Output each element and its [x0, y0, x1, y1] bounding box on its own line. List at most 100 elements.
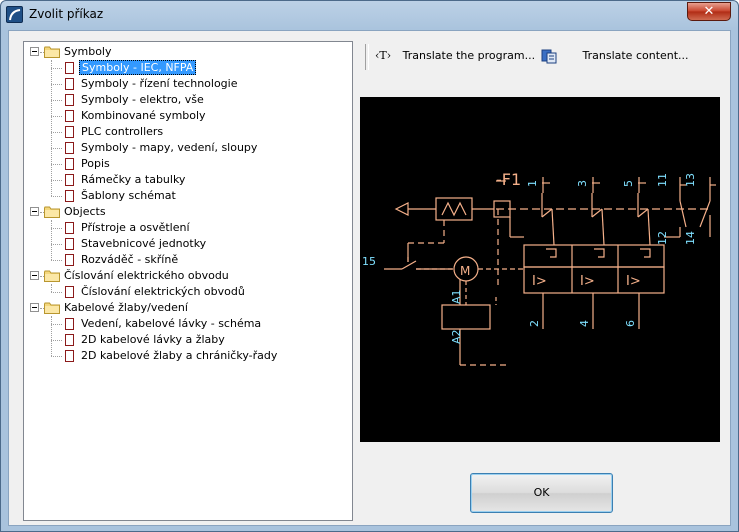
tree-item[interactable]: Symboly - řízení technologie	[79, 76, 240, 92]
tree-group-label: Objects	[64, 205, 106, 218]
app-icon	[6, 6, 23, 23]
translate-program-icon: ‹T›	[375, 49, 392, 62]
tree-item[interactable]: Stavebnicové jednotky	[79, 236, 208, 252]
tree-item[interactable]: PLC controllers	[79, 124, 165, 140]
document-icon	[65, 158, 74, 170]
document-icon	[65, 238, 74, 250]
translate-program-label: Translate the program...	[402, 49, 536, 62]
tree-group-node[interactable]: Kabelové žlaby/vedení	[62, 300, 190, 316]
document-icon	[65, 78, 74, 90]
tree-connector	[51, 148, 62, 149]
tree-connector	[51, 180, 62, 181]
schematic-label: I>	[532, 274, 547, 289]
tree-item-label: Číslování elektrických obvodů	[81, 285, 245, 298]
schematic-label: I>	[580, 274, 595, 289]
schematic-label: 3	[576, 180, 589, 187]
tree-item-label: Symboly - IEC, NFPA	[79, 60, 197, 75]
tree-item[interactable]: 2D kabelové žlaby a chráničky-řady	[79, 348, 279, 364]
tree-item-label: Vedení, kabelové lávky - schéma	[81, 317, 262, 330]
tree-item[interactable]: Symboly - IEC, NFPA	[79, 60, 197, 76]
window-title: Zvolit příkaz	[29, 7, 104, 21]
tree-connector	[51, 316, 52, 356]
tree-group-label: Číslování elektrického obvodu	[64, 269, 229, 282]
tree-group-label: Kabelové žlaby/vedení	[64, 301, 188, 314]
schematic-label: M	[460, 264, 470, 278]
tree-item[interactable]: Symboly - elektro, vše	[79, 92, 206, 108]
tree-connector	[51, 260, 62, 261]
tree-connector	[51, 84, 62, 85]
schematic-label: -F1	[496, 170, 521, 189]
tree-group-node[interactable]: Symboly	[62, 44, 114, 60]
tree-connector	[51, 100, 62, 101]
tree-item[interactable]: Přístroje a osvětlení	[79, 220, 192, 236]
tree-item-label: Popis	[81, 157, 110, 170]
document-icon	[65, 142, 74, 154]
tree-expander[interactable]	[30, 47, 39, 56]
document-icon	[65, 94, 74, 106]
tree-group-label: Symboly	[64, 45, 112, 58]
tree-item-label: Symboly - elektro, vše	[81, 93, 204, 106]
tree-item[interactable]: Popis	[79, 156, 112, 172]
toolbar-grip[interactable]	[365, 44, 369, 70]
tree-item[interactable]: Kombinované symboly	[79, 108, 208, 124]
tree-expander[interactable]	[30, 207, 39, 216]
tree-group-node[interactable]: Číslování elektrického obvodu	[62, 268, 231, 284]
tree-connector	[40, 212, 44, 213]
document-icon	[65, 334, 74, 346]
tree-item[interactable]: Vedení, kabelové lávky - schéma	[79, 316, 263, 332]
tree-item-label: 2D kabelové žlaby a chráničky-řady	[81, 349, 278, 362]
tree-connector	[51, 292, 62, 293]
tree-item-label: Rozváděč - skříně	[81, 253, 179, 266]
schematic-label: 5	[622, 180, 635, 187]
close-button[interactable]: ✕	[687, 2, 731, 21]
schematic-label: 6	[624, 320, 637, 327]
folder-icon	[44, 302, 60, 314]
tree-group-node[interactable]: Objects	[62, 204, 108, 220]
schematic-label: 15	[362, 255, 376, 268]
tree-item-label: Rámečky a tabulky	[81, 173, 186, 186]
schematic-label: A2	[450, 329, 463, 344]
schematic-label: 12	[656, 231, 669, 245]
tree-item-label: Šablony schémat	[81, 189, 176, 202]
tree-connector	[51, 284, 52, 292]
tree-connector	[51, 132, 62, 133]
ok-button[interactable]: OK	[470, 473, 613, 513]
translate-content-icon	[541, 48, 557, 64]
tree-item[interactable]: 2D kabelové lávky a žlaby	[79, 332, 227, 348]
title-bar[interactable]: Zvolit příkaz ✕	[1, 1, 738, 29]
tree-connector	[51, 228, 62, 229]
document-icon	[65, 318, 74, 330]
folder-icon	[44, 46, 60, 58]
tree-connector	[51, 116, 62, 117]
schematic-label: 14	[684, 231, 697, 245]
tree-item[interactable]: Rámečky a tabulky	[79, 172, 187, 188]
folder-icon	[44, 206, 60, 218]
tree-item[interactable]: Číslování elektrických obvodů	[79, 284, 247, 300]
tree-item[interactable]: Rozváděč - skříně	[79, 252, 180, 268]
schematic-label: 4	[578, 320, 591, 327]
tree-item-label: Symboly - řízení technologie	[81, 77, 238, 90]
tree-connector	[51, 60, 52, 196]
tree-connector	[51, 340, 62, 341]
document-icon	[65, 254, 74, 266]
tree-connector	[51, 68, 62, 69]
translate-content-button[interactable]: Translate content...	[541, 45, 689, 67]
tree-item[interactable]: Symboly - mapy, vedení, sloupy	[79, 140, 259, 156]
translate-program-button[interactable]: ‹T› Translate the program...	[375, 45, 535, 67]
document-icon	[65, 62, 74, 74]
tree-connector	[51, 356, 62, 357]
tree-connector	[51, 220, 52, 260]
tree-item-label: Symboly - mapy, vedení, sloupy	[81, 141, 258, 154]
schematic-label: 2	[528, 320, 541, 327]
document-icon	[65, 126, 74, 138]
tree-expander[interactable]	[30, 271, 39, 280]
document-icon	[65, 110, 74, 122]
document-icon	[65, 222, 74, 234]
tree-item[interactable]: Šablony schémat	[79, 188, 178, 204]
tree-item-label: 2D kabelové lávky a žlaby	[81, 333, 225, 346]
tree-expander[interactable]	[30, 303, 39, 312]
